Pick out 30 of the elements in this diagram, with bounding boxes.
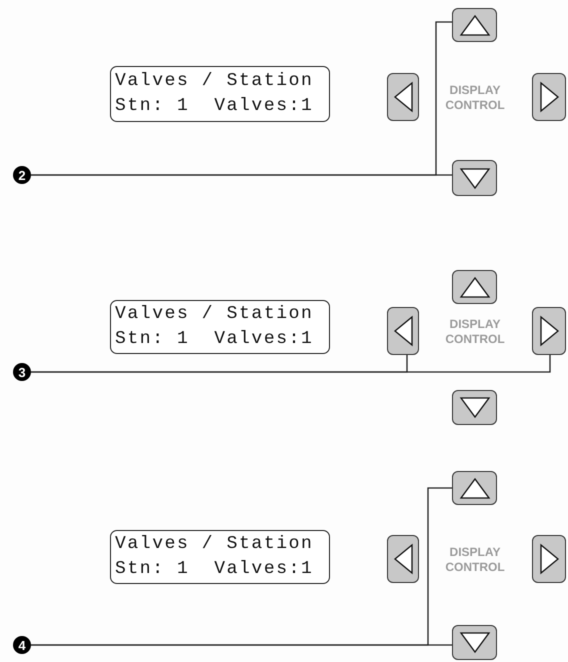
arrow-key <box>452 270 497 304</box>
lcd-display <box>110 530 330 584</box>
display-line: Valves / Station <box>115 70 314 93</box>
display-line: Stn: 1 Valves:1 <box>115 95 314 118</box>
arrow-key <box>452 390 497 425</box>
display-line: Stn: 1 Valves:1 <box>115 328 314 351</box>
arrow-key <box>387 73 419 121</box>
display-line: Valves / Station <box>115 303 314 326</box>
lcd-display <box>110 300 330 354</box>
arrow-key <box>452 8 497 42</box>
arrow-key <box>452 625 497 660</box>
leader-line <box>31 174 452 176</box>
leader-line <box>31 355 551 373</box>
leader-line <box>31 644 452 646</box>
display-line: Valves / Station <box>115 533 314 556</box>
arrow-key <box>387 307 419 355</box>
arrow-key <box>452 471 497 505</box>
panel-label: DISPLAY CONTROL <box>444 545 506 575</box>
arrow-key <box>532 307 566 355</box>
arrow-key <box>532 535 566 583</box>
panel-label: DISPLAY CONTROL <box>444 83 506 113</box>
callout-number: 2 <box>13 166 31 184</box>
arrow-key <box>532 73 566 121</box>
lcd-display <box>110 66 330 122</box>
arrow-key <box>387 535 419 583</box>
display-line: Stn: 1 Valves:1 <box>115 558 314 581</box>
callout-number: 4 <box>13 636 31 654</box>
callout-number: 3 <box>13 363 31 381</box>
panel-label: DISPLAY CONTROL <box>444 317 506 347</box>
arrow-key <box>452 160 497 196</box>
